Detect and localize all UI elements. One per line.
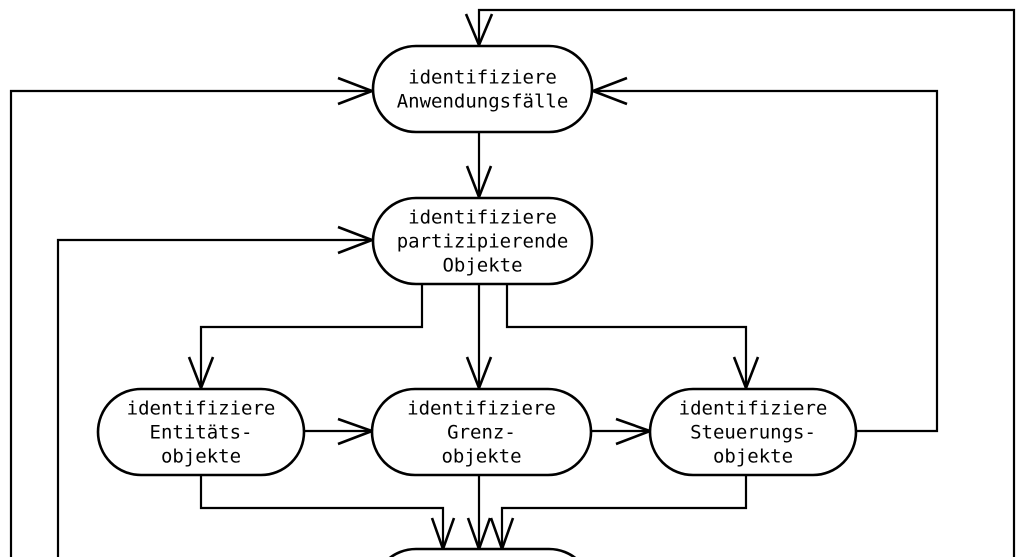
node-partizipierende-objekte-line3: Objekte [442, 255, 522, 277]
node-anwendungsfaelle-line2: Anwendungsfälle [397, 91, 569, 113]
node-anwendungsfaelle-shape [371, 44, 594, 134]
node-steuerungsobjekte-line2: Steuerungs- [690, 422, 816, 444]
node-anwendungsfaelle[interactable]: identifiziere Anwendungsfälle [371, 44, 594, 134]
edge-outer-right-loop [477, 8, 1016, 557]
node-entitaetsobjekte-line2: Entitäts- [150, 422, 253, 444]
node-steuerungsobjekte-shape [648, 387, 858, 477]
node-steuerungsobjekte-line1: identifiziere [679, 398, 828, 420]
node-entitaetsobjekte-shape [96, 387, 306, 477]
node-partizipierende-objekte-line1: identifiziere [408, 207, 557, 229]
edge-entitaets-to-bottom [199, 476, 445, 546]
node-bottom-partial[interactable] [373, 547, 592, 557]
node-entitaetsobjekte-line1: identifiziere [127, 398, 276, 420]
node-grenzobjekte-shape [370, 387, 593, 477]
edge-partizipierende-to-entitaets [199, 284, 424, 385]
edge-steuerungs-to-anwendungsfaelle [596, 89, 939, 433]
node-steuerungsobjekte[interactable]: identifiziere Steuerungs- objekte [648, 387, 858, 477]
edge-layer [9, 8, 1016, 557]
node-grenzobjekte-line3: objekte [441, 446, 521, 468]
edge-inner-left-loop [56, 238, 369, 557]
node-partizipierende-objekte-line2: partizipierende [397, 231, 569, 253]
node-grenzobjekte-line1: identifiziere [407, 398, 556, 420]
node-anwendungsfaelle-line1: identifiziere [408, 67, 557, 89]
node-entitaetsobjekte[interactable]: identifiziere Entitäts- objekte [96, 387, 306, 477]
node-layer: identifiziere Anwendungsfälle identifizi… [96, 44, 858, 557]
node-partizipierende-objekte[interactable]: identifiziere partizipierende Objekte [371, 196, 594, 286]
node-bottom-partial-shape [388, 547, 577, 557]
edge-partizipierende-to-steuerungs [505, 284, 748, 385]
edge-outer-left-loop [9, 89, 369, 557]
node-grenzobjekte[interactable]: identifiziere Grenz- objekte [370, 387, 593, 477]
edge-steuerungs-to-bottom [500, 476, 748, 546]
node-partizipierende-objekte-shape [371, 196, 594, 286]
node-steuerungsobjekte-line3: objekte [713, 446, 793, 468]
node-grenzobjekte-line2: Grenz- [447, 422, 516, 444]
node-entitaetsobjekte-line3: objekte [161, 446, 241, 468]
